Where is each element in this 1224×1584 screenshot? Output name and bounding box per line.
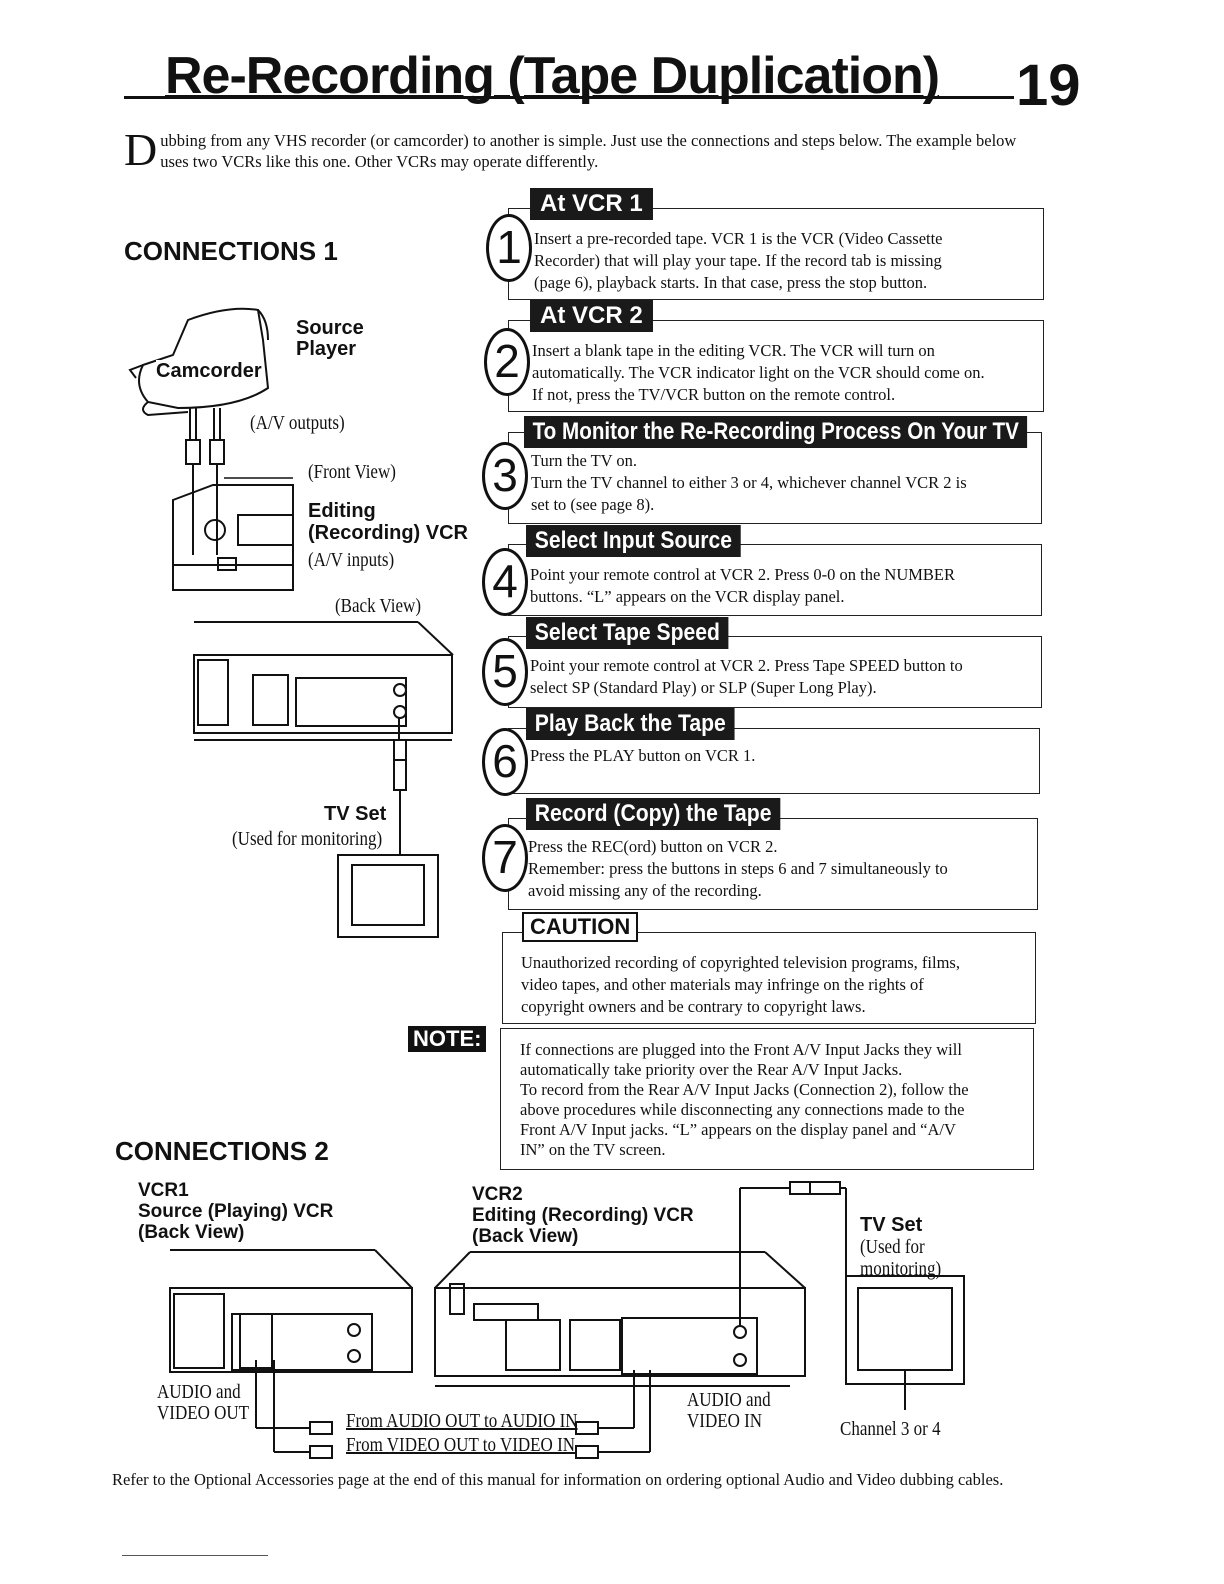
editing-vcr-back-view xyxy=(193,621,454,741)
connections-1-heading: CONNECTIONS 1 xyxy=(124,236,338,266)
note-label: NOTE: xyxy=(408,1026,487,1052)
step-7-text: Press the REC(ord) button on VCR 2.Remem… xyxy=(528,837,948,900)
step-5-tab: Select Tape Speed xyxy=(526,617,729,649)
caution-box xyxy=(502,932,1036,1024)
step-7-tab: Record (Copy) the Tape xyxy=(526,798,781,830)
note-text: If connections are plugged into the Fron… xyxy=(520,1040,969,1159)
connections-2-diagram xyxy=(169,1181,965,1459)
cable-audio-label: From AUDIO OUT to AUDIO IN xyxy=(346,1410,578,1432)
av-dubbing-cables xyxy=(255,1360,651,1459)
footer-note: Refer to the Optional Accessories page a… xyxy=(112,1470,1004,1489)
front-view-label: (Front View) xyxy=(308,461,396,483)
step-3-tab: To Monitor the Re-Recording Process On Y… xyxy=(524,416,1028,448)
camcorder-illustration xyxy=(128,307,270,417)
caution-text: Unauthorized recording of copyrighted te… xyxy=(521,953,960,1016)
tv-set-2-illustration xyxy=(845,1275,965,1410)
step-5-number: 5 xyxy=(482,638,528,706)
caution-label: CAUTION xyxy=(522,912,639,942)
editing-vcr-front-view xyxy=(172,484,294,591)
channel-label: Channel 3 or 4 xyxy=(840,1418,941,1440)
step-6-text: Press the PLAY button on VCR 1. xyxy=(530,746,756,765)
av-inputs-label: (A/V inputs) xyxy=(308,549,395,571)
step-2-tab: At VCR 2 xyxy=(530,300,653,332)
step-1-number: 1 xyxy=(486,214,532,282)
step-6-number: 6 xyxy=(482,728,528,796)
step-2-text: Insert a blank tape in the editing VCR. … xyxy=(532,341,985,404)
page-title: Re-Recording (Tape Duplication) xyxy=(165,47,940,105)
used-for-monitoring-label: (Used for monitoring) xyxy=(232,828,383,850)
vcr2-back-view xyxy=(434,1251,806,1387)
step-3-number: 3 xyxy=(482,442,528,510)
step-4-tab: Select Input Source xyxy=(526,525,741,557)
footer-rule xyxy=(122,1555,268,1556)
title-underline xyxy=(124,96,1014,99)
back-view-label: (Back View) xyxy=(335,595,421,617)
step-4-text: Point your remote control at VCR 2. Pres… xyxy=(530,565,956,606)
cable-video-label: From VIDEO OUT to VIDEO IN xyxy=(346,1434,576,1456)
camcorder-label: Camcorder xyxy=(156,360,262,383)
connections-1-diagram xyxy=(128,307,454,938)
step-2-number: 2 xyxy=(484,328,530,396)
step-5-text: Point your remote control at VCR 2. Pres… xyxy=(530,656,963,697)
note-box xyxy=(500,1028,1034,1170)
step-1-text: Insert a pre-recorded tape. VCR 1 is the… xyxy=(534,229,943,292)
tv-set-illustration xyxy=(337,854,439,938)
tv-set-2-label: TV Set xyxy=(860,1214,923,1236)
av-outputs-label: (A/V outputs) xyxy=(250,412,345,434)
step-3-text: Turn the TV on.Turn the TV channel to ei… xyxy=(531,451,967,514)
connections-2-heading: CONNECTIONS 2 xyxy=(115,1136,329,1166)
intro-text: ubbing from any VHS recorder (or camcord… xyxy=(160,131,1017,171)
step-4-number: 4 xyxy=(482,548,528,616)
vcr1-back-view xyxy=(169,1249,413,1373)
page-number: 19 xyxy=(1016,53,1081,118)
step-6-tab: Play Back the Tape xyxy=(526,708,735,740)
rf-cable xyxy=(393,718,436,856)
step-7-number: 7 xyxy=(482,824,528,892)
step-1-tab: At VCR 1 xyxy=(530,188,653,220)
tv-set-label: TV Set xyxy=(324,803,387,825)
rf-cable-2 xyxy=(739,1181,847,1376)
editing-vcr-label: Editing(Recording) VCR xyxy=(308,500,468,544)
intro-dropcap: D xyxy=(124,124,158,175)
